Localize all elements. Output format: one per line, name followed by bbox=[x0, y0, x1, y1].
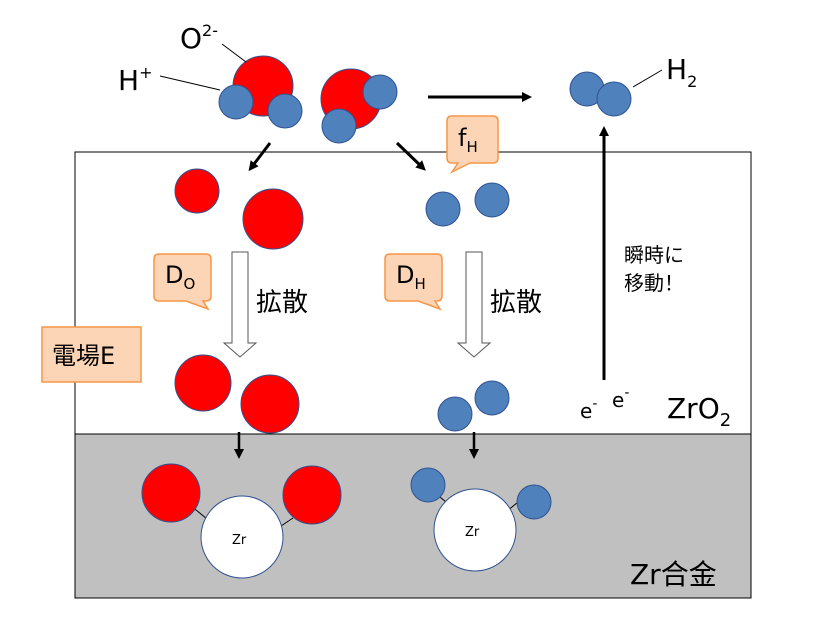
hydrogen-entry-arrow bbox=[395, 141, 426, 171]
fh-callout: fH bbox=[446, 115, 499, 174]
hydrogen-atom bbox=[425, 191, 461, 227]
electron-label: e- bbox=[612, 385, 629, 412]
diffusion-label-right: 拡散 bbox=[490, 288, 542, 318]
instant-move-label-line1: 瞬時に bbox=[624, 243, 684, 267]
oxygen-ion bbox=[242, 188, 304, 250]
oxygen-ion bbox=[174, 168, 220, 214]
oxygen-ion bbox=[282, 465, 342, 525]
hydrogen-atom bbox=[321, 108, 357, 144]
electric-field-label: 電場E bbox=[52, 342, 115, 370]
zr-atom-label: Zr bbox=[465, 525, 480, 540]
o2-minus-label: O2- bbox=[180, 21, 218, 55]
h2-pointer bbox=[632, 69, 663, 88]
zr-oxide-complex: Zr bbox=[141, 463, 342, 579]
electron-label: e- bbox=[580, 396, 597, 423]
oxygen-ion bbox=[174, 354, 232, 412]
hydrogen-diffusion-arrow bbox=[456, 251, 492, 358]
oxygen-ion bbox=[141, 463, 201, 523]
h2-label: H2 bbox=[666, 53, 697, 91]
hydrogen-atom bbox=[410, 467, 446, 503]
zr-alloy-label: Zr合金 bbox=[630, 558, 717, 591]
h2-molecule bbox=[569, 71, 632, 117]
zr-atom bbox=[433, 488, 517, 572]
hydrogen-atom bbox=[437, 396, 473, 432]
hydrogen-atom bbox=[474, 182, 510, 218]
zro2-label: ZrO2 bbox=[667, 392, 731, 431]
h-plus-pointer bbox=[159, 75, 221, 91]
oxygen-diffusion-arrow bbox=[222, 251, 258, 358]
do-label: DO bbox=[165, 261, 195, 293]
do-callout: DO bbox=[153, 253, 212, 311]
o2-minus-pointer bbox=[221, 43, 247, 63]
dh-label: DH bbox=[396, 261, 426, 293]
zr-atom-label: Zr bbox=[232, 533, 247, 548]
hydrogen-atom bbox=[362, 74, 398, 110]
zr-hydride-complex: Zr bbox=[410, 467, 552, 572]
oxygen-entry-arrow bbox=[248, 142, 272, 172]
hydrogen-atom bbox=[267, 93, 303, 129]
dh-callout: DH bbox=[384, 253, 443, 311]
water-molecule-left bbox=[218, 55, 303, 129]
diffusion-label-left: 拡散 bbox=[256, 288, 308, 318]
instant-move-label-line2: 移動！ bbox=[624, 271, 684, 295]
zr-atom bbox=[200, 495, 284, 579]
h-plus-label: H+ bbox=[118, 63, 152, 97]
hydrogen-atom bbox=[474, 380, 510, 416]
hydrogen-atom bbox=[218, 84, 254, 120]
oxygen-ion bbox=[240, 374, 300, 434]
hydrogen-atom bbox=[596, 81, 632, 117]
electric-field-callout: 電場E bbox=[41, 326, 142, 383]
water-molecule-right bbox=[320, 68, 398, 144]
hydrogen-atom bbox=[516, 484, 552, 520]
fh-label: fH bbox=[458, 124, 478, 156]
